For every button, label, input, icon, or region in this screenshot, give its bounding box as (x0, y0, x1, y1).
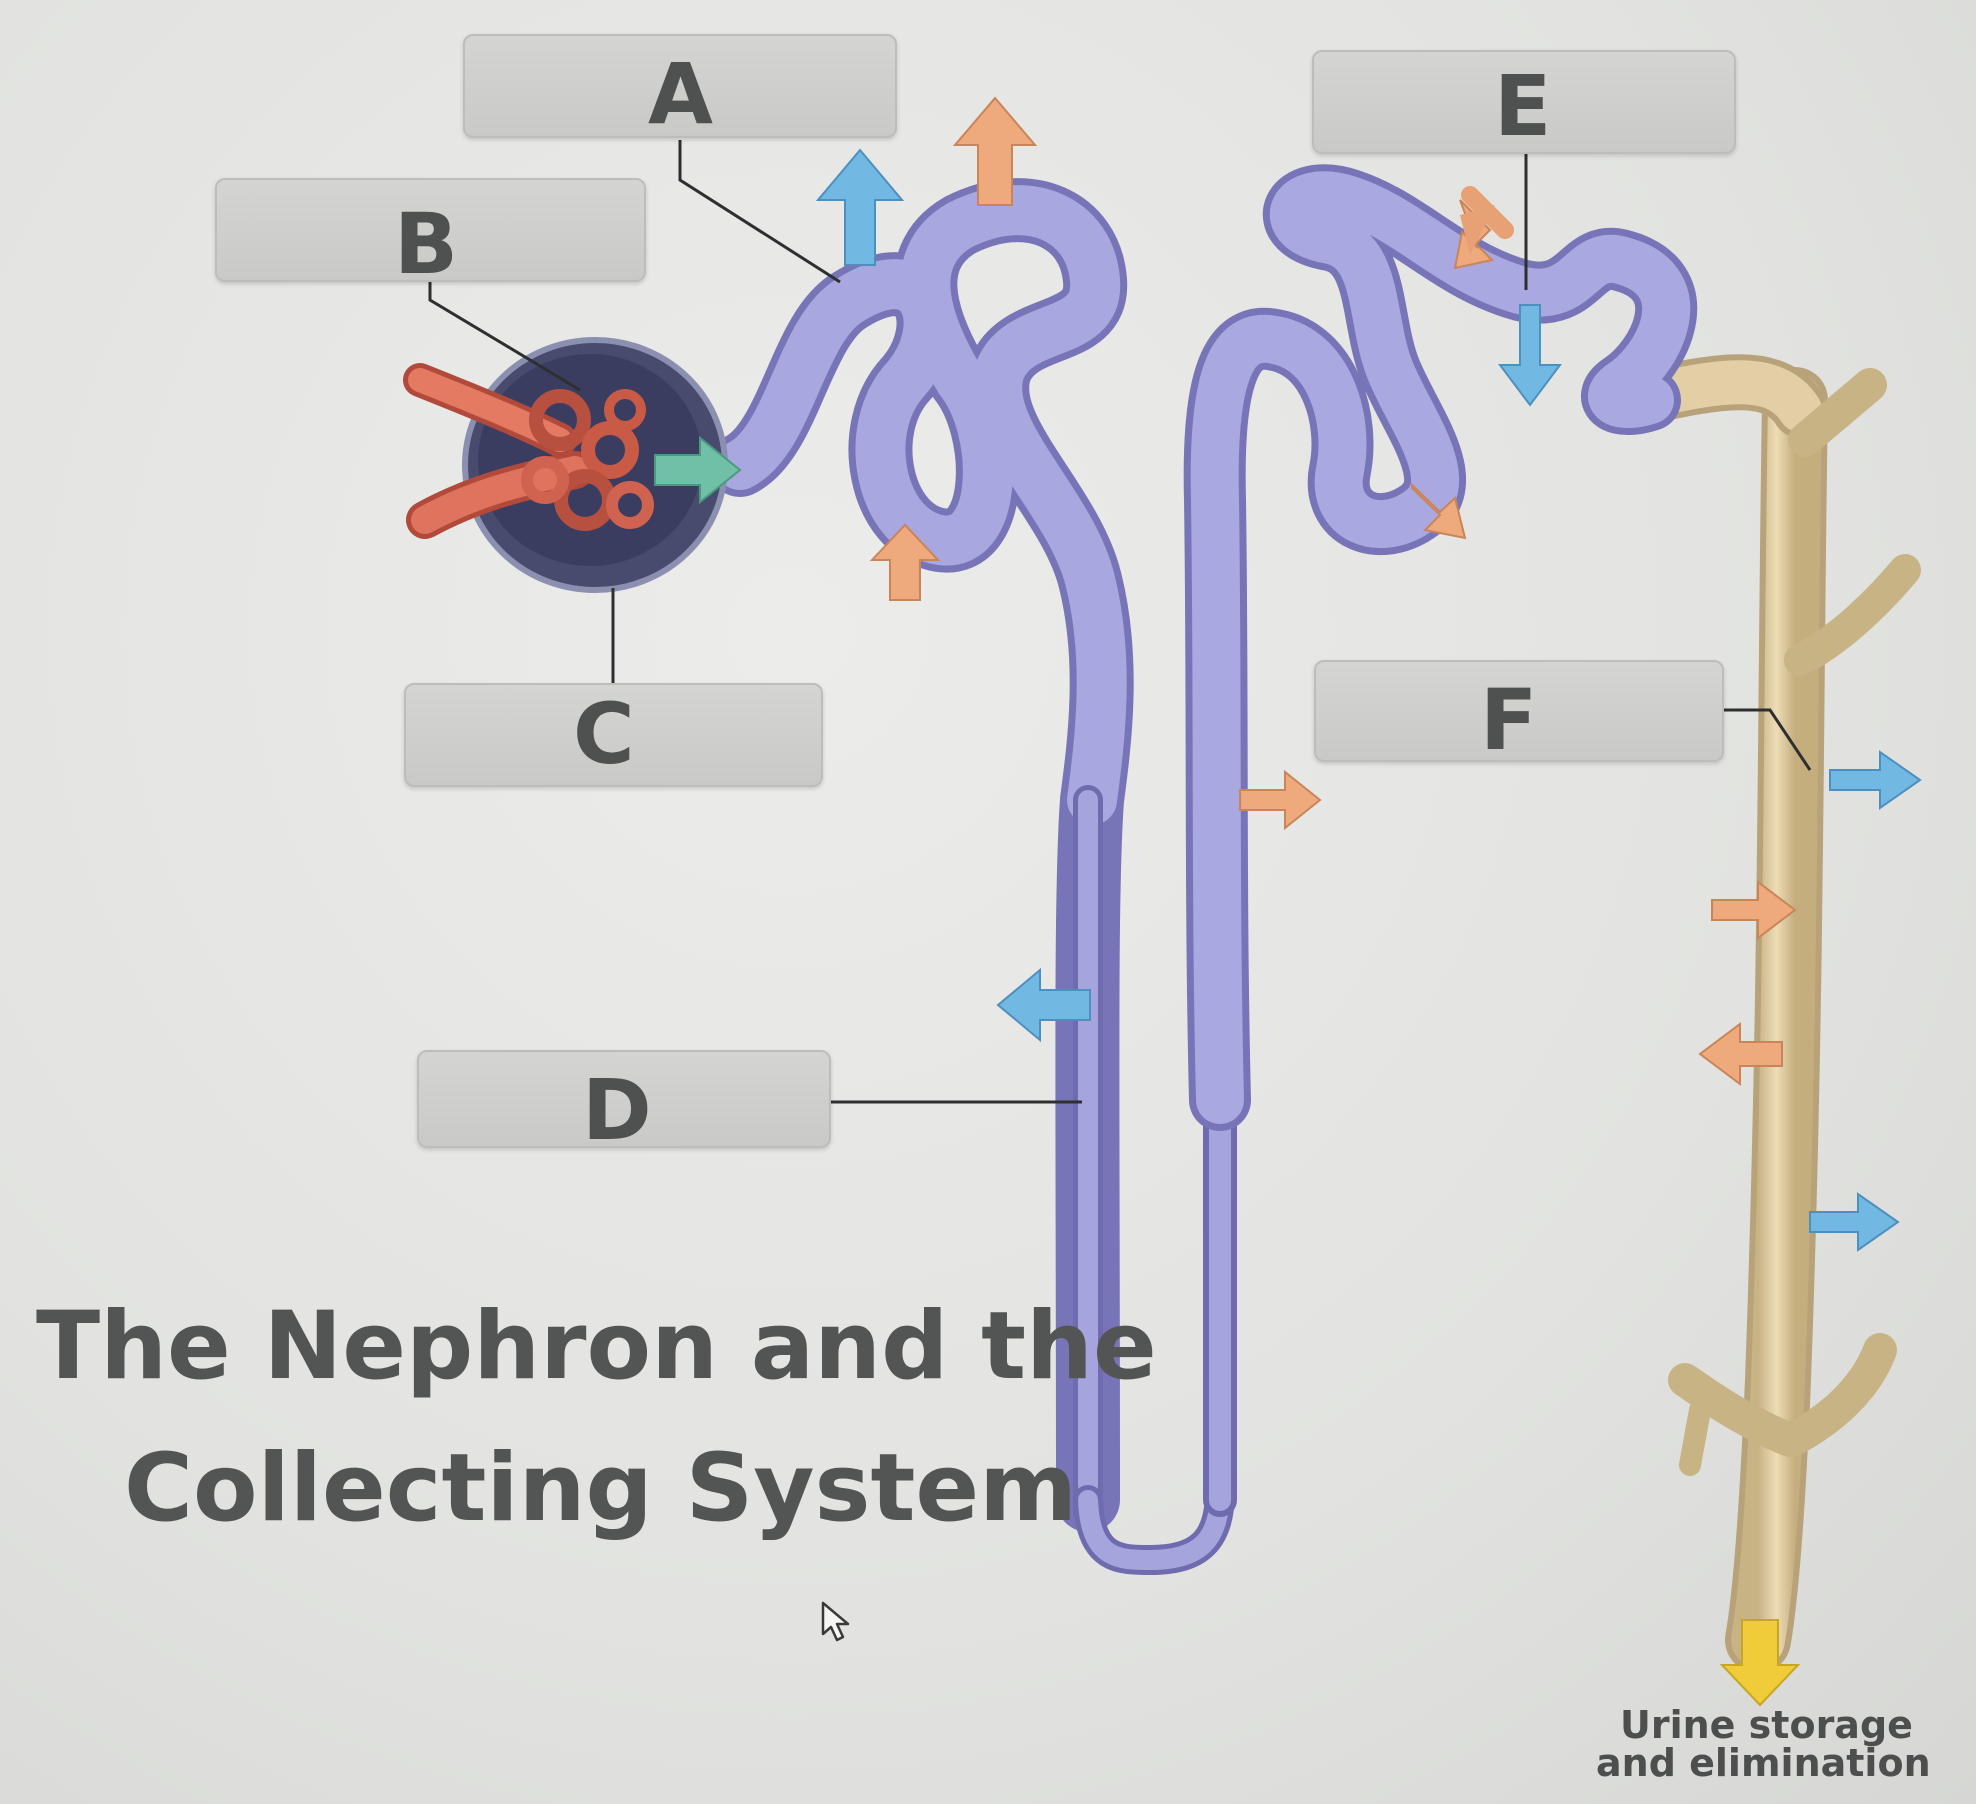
leader-line-a (678, 140, 841, 284)
label-box-e[interactable] (1312, 50, 1736, 154)
blue-arrow-icon (815, 148, 1922, 1252)
label-box-f[interactable] (1314, 660, 1724, 762)
label-box-b[interactable] (215, 178, 646, 282)
label-a: A (648, 45, 714, 143)
diagram-title-line-2: Collecting System (124, 1434, 1078, 1543)
leader-line-f (1722, 708, 1812, 771)
diagram-title-line-1: The Nephron and the (36, 1292, 1157, 1401)
renal-corpuscle (403, 337, 742, 593)
label-f: F (1480, 671, 1538, 769)
orange-arrow-icon (869, 96, 1797, 1086)
caption-line-1: Urine storage (1620, 1703, 1913, 1747)
collecting-duct (1612, 354, 1921, 1673)
renal-tubule (708, 164, 1698, 1576)
label-box-d[interactable] (417, 1050, 831, 1148)
orange-arrow-icon (1460, 186, 1514, 255)
mouse-pointer-icon (821, 1601, 850, 1642)
label-c: C (573, 685, 635, 783)
glomerulus (403, 363, 654, 539)
caption-line-2: and elimination (1596, 1741, 1931, 1785)
yellow-arrow-icon (1719, 1619, 1801, 1707)
leader-lines (428, 140, 1812, 1104)
filtrate-arrow-icon (654, 435, 742, 505)
label-box-a[interactable] (463, 34, 897, 138)
label-d: D (582, 1061, 652, 1159)
label-e: E (1494, 57, 1552, 155)
label-box-c[interactable] (404, 683, 823, 787)
label-b: B (394, 195, 459, 293)
leader-line-b (428, 282, 581, 392)
